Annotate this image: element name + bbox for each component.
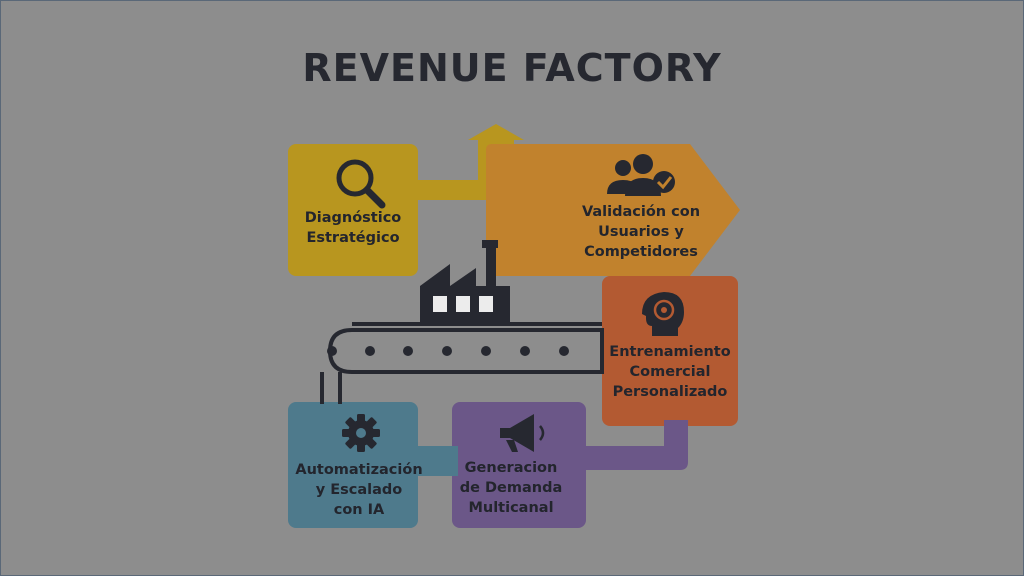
step-box-automatizacion — [288, 402, 418, 528]
megaphone-icon — [500, 414, 545, 452]
step-box-generacion — [452, 402, 586, 528]
magnifier-icon — [336, 159, 386, 209]
conveyor-belt — [320, 322, 604, 404]
connector-red-purple — [580, 420, 688, 470]
conveyor-rollers — [327, 346, 569, 356]
step-box-diagnostico — [288, 144, 418, 276]
step-box-validacion — [486, 144, 740, 276]
gear-icon — [342, 414, 380, 452]
head-target-icon — [642, 292, 684, 336]
step-box-entrenamiento — [602, 276, 738, 426]
page-title: REVENUE FACTORY — [302, 46, 722, 90]
factory-icon — [420, 240, 510, 324]
users-check-icon — [607, 154, 675, 196]
connector-teal-purple — [414, 446, 458, 476]
